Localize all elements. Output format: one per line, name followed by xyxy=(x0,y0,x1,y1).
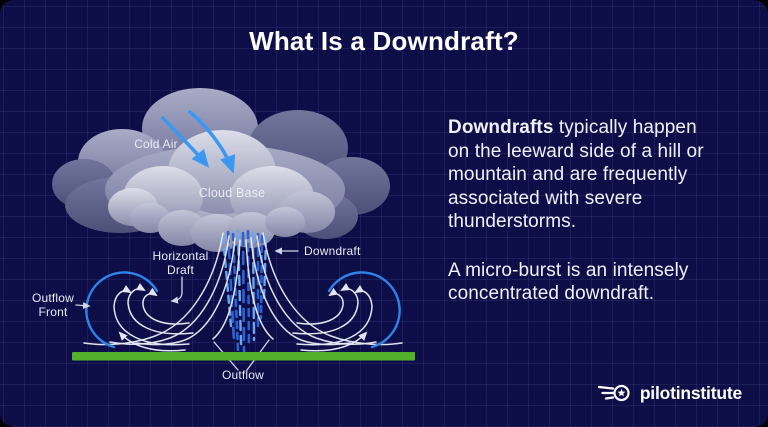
description-line: concentrated downdraft. xyxy=(448,283,655,304)
label-cold-air: Cold Air xyxy=(134,137,178,151)
label-downdraft: Downdraft xyxy=(304,244,361,258)
label-outflow-front: Outflow Front xyxy=(31,291,75,320)
ground-bar xyxy=(72,352,415,361)
description-text: Downdrafts typically happen on the leewa… xyxy=(448,116,704,306)
description-lead-bold: Downdrafts xyxy=(448,117,554,138)
label-cloud-base: Cloud Base xyxy=(198,186,266,200)
brand-logo: pilotinstitute xyxy=(597,382,742,404)
description-line: A micro-burst is an intensely xyxy=(448,259,689,281)
outflow-streamlines-right xyxy=(245,232,403,352)
description-line: Downdrafts typically happen xyxy=(448,117,697,138)
description-line: associated with severe xyxy=(448,187,643,209)
description-paragraph-2: A micro-burst is an intensely concentrat… xyxy=(448,259,704,306)
cold-air-arrows xyxy=(161,110,236,174)
label-outflow: Outflow xyxy=(221,368,265,382)
brand-name: pilotinstitute xyxy=(639,382,742,403)
page-title: What Is a Downdraft? xyxy=(249,26,519,56)
description-line: on the leeward side of a hill or xyxy=(448,140,704,162)
description-line: thunderstorms. xyxy=(448,211,577,232)
winged-star-icon xyxy=(597,384,630,402)
label-horizontal-draft: Horizontal Draft xyxy=(152,249,209,278)
description-line: mountain and are frequently xyxy=(448,164,688,185)
